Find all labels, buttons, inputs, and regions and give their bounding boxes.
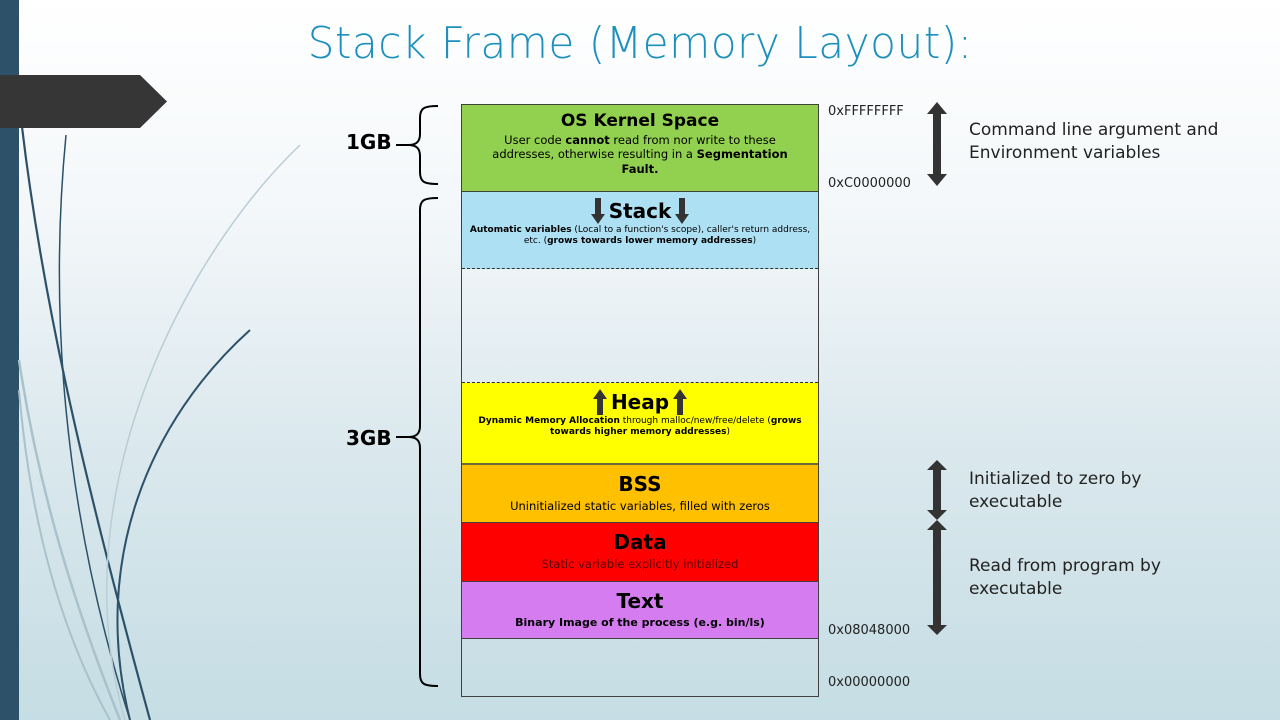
- address-bottom: 0x00000000: [828, 675, 911, 690]
- address-kernel-boundary: 0xC0000000: [828, 176, 911, 191]
- brace-1gb: [396, 105, 439, 185]
- segment-description: Binary Image of the process (e.g. bin/ls…: [515, 616, 765, 629]
- note-kernel-range: Command line argument and Environment va…: [969, 120, 1219, 163]
- size-label-3gb: 3GB: [346, 426, 392, 450]
- arrow-up-icon: [592, 389, 607, 415]
- size-label-1gb: 1GB: [346, 130, 392, 154]
- arrow-up-icon: [673, 389, 688, 415]
- segment-description: Dynamic Memory Allocation through malloc…: [478, 416, 802, 438]
- segment-description: Static variable explicitly initialized: [541, 557, 739, 571]
- address-text-start: 0x08048000: [828, 623, 911, 638]
- segment-heap: Heap Dynamic Memory Allocation through m…: [462, 383, 818, 465]
- memory-layout-diagram: OS Kernel Space User code cannot read fr…: [461, 104, 819, 697]
- slide-sidebar: [0, 0, 19, 720]
- segment-title: Text: [616, 589, 664, 613]
- segment-text: Text Binary Image of the process (e.g. b…: [462, 582, 818, 639]
- arrow-down-icon: [590, 198, 605, 224]
- arrow-down-icon: [675, 198, 690, 224]
- segment-bss: BSS Uninitialized static variables, fill…: [462, 465, 818, 523]
- segment-stack: Stack Automatic variables (Local to a fu…: [462, 192, 818, 269]
- title-arrow-tab: [0, 75, 167, 128]
- segment-kernel: OS Kernel Space User code cannot read fr…: [462, 105, 818, 192]
- slide-title: Stack Frame (Memory Layout):: [307, 18, 973, 69]
- segment-title: OS Kernel Space: [560, 111, 720, 131]
- note-data-text-range: Read from program by executable: [969, 556, 1161, 599]
- segment-title: BSS: [618, 472, 662, 496]
- address-top: 0xFFFFFFFF: [828, 104, 904, 119]
- segment-description: Uninitialized static variables, filled w…: [510, 499, 770, 513]
- segment-title: Data: [613, 530, 667, 554]
- segment-free-space: [462, 269, 818, 383]
- segment-description: Automatic variables (Local to a function…: [469, 225, 811, 247]
- segment-description: User code cannot read from nor write to …: [492, 133, 788, 176]
- brace-3gb: [396, 197, 439, 687]
- segment-data: Data Static variable explicitly initiali…: [462, 523, 818, 582]
- note-bss-range: Initialized to zero by executable: [969, 469, 1142, 512]
- segment-title: Stack: [608, 199, 672, 223]
- segment-reserved: [462, 639, 818, 696]
- segment-title: Heap: [610, 390, 670, 414]
- double-arrow-icon: [927, 460, 947, 520]
- double-arrow-icon: [927, 102, 947, 186]
- double-arrow-icon: [927, 520, 947, 635]
